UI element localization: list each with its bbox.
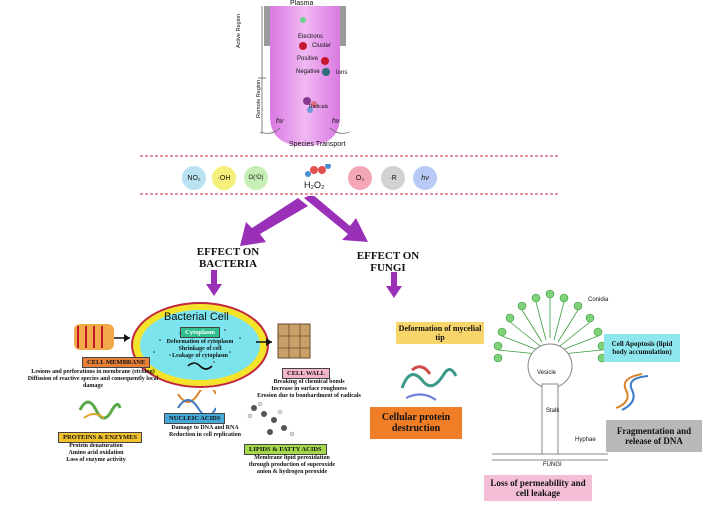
- electrons-label: Electrons: [298, 34, 324, 40]
- species-o3: O₃: [348, 166, 372, 190]
- dna-helix-icon: [177, 390, 216, 414]
- nucleic-acids-tag: NUCLEIC ACIDS: [164, 413, 226, 424]
- cytoplasm-desc: Deformation of cytoplasm Shrinkage of ce…: [166, 339, 234, 359]
- species-band-lines: [140, 155, 560, 195]
- positive-dot: [321, 57, 329, 65]
- positive-label: Positive: [297, 56, 319, 62]
- species-hv: hν: [413, 166, 437, 190]
- cell-membrane-desc: Lesions and perforations in membrane (et…: [27, 369, 159, 389]
- cell-membrane-image: [74, 324, 130, 350]
- plasma-plume: [270, 6, 340, 146]
- lipids-fatty-acids-tag: LIPIDS & FATTY ACIDS: [244, 444, 327, 455]
- dna-fragmentation-box: Fragmentation and release of DNA: [606, 420, 702, 452]
- bacterial-cell-title: Bacterial Cell: [164, 311, 229, 323]
- cellular-protein-box: Cellular protein destruction: [370, 407, 462, 439]
- main-arrows: [206, 196, 402, 298]
- vesicle-label: Vesicle: [537, 370, 557, 376]
- hv-left-label: hν: [276, 118, 284, 125]
- mycelial-tip-box: Deformation of mycelial tip: [396, 322, 484, 344]
- cytoplasm-tag: Cytoplasm: [180, 327, 220, 338]
- remote-region-label: Remote Region: [256, 79, 262, 118]
- fungus-diagram: [492, 289, 608, 461]
- cluster-dot: [299, 42, 307, 50]
- species-r: ·R: [381, 166, 405, 190]
- permeability-box: Loss of permeability and cell leakage: [484, 475, 592, 501]
- cell-wall-image: [256, 323, 311, 359]
- active-region-label: Active Region: [236, 14, 242, 48]
- proteins-enzymes-desc: Protein denaturation Amino acid oxidatio…: [66, 443, 126, 463]
- proteins-enzymes-tag: PROTEINS & ENZYMES: [58, 432, 143, 443]
- species-transport-label: Species Transport: [289, 141, 346, 148]
- cell-wall-tag: CELL WALL: [282, 368, 330, 379]
- hv-right-label: hν: [332, 118, 340, 125]
- cell-wall-desc: Breaking of chemical bonds Increase in s…: [257, 379, 361, 399]
- heading-bacteria: EFFECT ON BACTERIA: [196, 246, 260, 270]
- arrow-to-fungi: [304, 196, 368, 242]
- ions-label: Ions: [336, 70, 348, 76]
- species-o1d: O(¹D): [244, 166, 268, 190]
- heading-fungi: EFFECT ON FUNGI: [356, 250, 420, 274]
- h2o2-molecule-icon: [305, 164, 331, 177]
- radicals-label: Radicals: [309, 104, 329, 110]
- lipid-molecule-image: [247, 401, 295, 437]
- species-oh: ·OH: [212, 166, 236, 190]
- nucleic-acids-desc: Damage to DNA and RNA Reduction in cell …: [168, 425, 242, 438]
- plasma-title: Plasma: [290, 0, 314, 7]
- protein-structure-image: [78, 400, 122, 420]
- arrow-to-bacteria: [240, 198, 308, 246]
- bacterial-cell-image: [131, 302, 269, 388]
- apoptosis-box: Cell Apoptosis (lipid body accumulation): [604, 334, 680, 362]
- negative-label: Negative: [296, 69, 320, 75]
- fungal-protein-image: [400, 365, 458, 401]
- lipids-fatty-acids-desc: Membrane lipid peroxidation through prod…: [248, 455, 336, 475]
- species-h2o2: H₂O₂: [304, 180, 325, 190]
- negative-dot: [322, 68, 330, 76]
- arrow-down-bacteria: [206, 270, 222, 296]
- arrow-down-fungi: [386, 272, 402, 298]
- electron-dot: [300, 17, 306, 23]
- stalk-label: Stalk: [546, 408, 560, 414]
- fungi-label: FUNGI: [543, 462, 562, 468]
- cluster-label: Cluster: [312, 43, 332, 49]
- hyphae-label: Hyphae: [575, 437, 596, 443]
- plasma-jet-diagram: [258, 6, 351, 146]
- species-no2: NO₂: [182, 166, 206, 190]
- fungal-dna-icon: [615, 373, 649, 411]
- conidia-label: Conidia: [588, 297, 609, 303]
- cell-membrane-tag: CELL MEMBRANE: [82, 357, 151, 368]
